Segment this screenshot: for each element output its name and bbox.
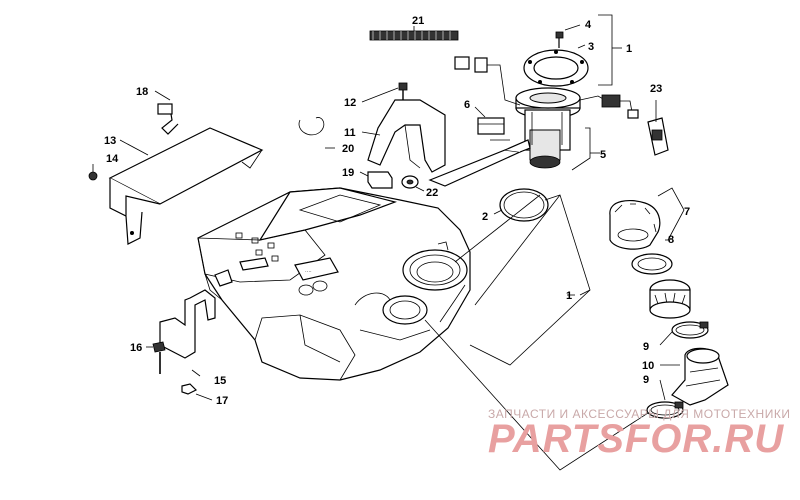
watermark-tagline: ЗАПЧАСТИ И АКСЕССУАРЫ ДЛЯ МОТОТЕХНИКИ (488, 407, 790, 421)
part-4-screw (555, 31, 564, 48)
callout-15: 15 (214, 375, 226, 387)
part-15-lower-bracket (159, 289, 216, 359)
callout-23: 23 (650, 83, 662, 95)
callout-20: 20 (342, 143, 354, 155)
part-14-fastener (88, 171, 98, 181)
callout-4: 4 (585, 19, 592, 31)
callout-17: 17 (216, 395, 228, 407)
callout-8: 8 (668, 234, 674, 246)
callout-1-mid: 1 (566, 290, 572, 302)
callout-14: 14 (106, 153, 119, 165)
callout-3: 3 (588, 41, 594, 53)
part-8-seal (631, 253, 673, 275)
part-18-fuel-line (157, 46, 488, 135)
watermark-logo: PARTSFOR.RU (488, 417, 784, 461)
part-16-bolt (152, 341, 166, 374)
part-9-lower-clamp (646, 401, 684, 419)
part-17-nut (181, 383, 198, 395)
callout-21: 21 (412, 15, 424, 27)
part-3-retaining-ring (523, 49, 589, 87)
callout-18: 18 (136, 86, 148, 98)
callout-5: 5 (600, 149, 606, 161)
part-11-bracket (367, 99, 446, 173)
callout-9-upper: 9 (643, 341, 649, 353)
part-23-connector (647, 100, 669, 156)
part-10-filler-hose (671, 347, 729, 406)
callout-19: 19 (342, 167, 354, 179)
part-1-fuel-tank: ···· (197, 187, 471, 381)
callout-22: 22 (426, 187, 438, 199)
part-20-clamp (298, 117, 325, 136)
callout-1-top: 1 (626, 43, 632, 55)
part-19-pad (367, 171, 393, 189)
callout-6: 6 (464, 99, 470, 111)
part-21-hose-strip (369, 30, 459, 41)
callout-9-lower: 9 (643, 374, 649, 386)
callout-11: 11 (344, 127, 356, 139)
part-filler-neck-adapter (649, 279, 691, 319)
part-6-level-sender (428, 117, 531, 187)
svg-text:····: ···· (305, 269, 312, 275)
part-13-heat-shield (108, 127, 264, 245)
callout-10: 10 (642, 360, 654, 372)
part-7-fuel-cap (609, 200, 661, 250)
callout-16: 16 (130, 342, 142, 354)
callout-13: 13 (104, 135, 116, 147)
part-2-gasket (499, 188, 549, 222)
part-22-grommet (401, 175, 419, 189)
part-12-bolt (398, 82, 408, 100)
part-5-fuel-pump (515, 87, 639, 169)
callout-12: 12 (344, 97, 356, 109)
part-9-upper-clamp (671, 321, 709, 339)
callout-2: 2 (482, 211, 488, 223)
callout-7: 7 (684, 206, 690, 218)
